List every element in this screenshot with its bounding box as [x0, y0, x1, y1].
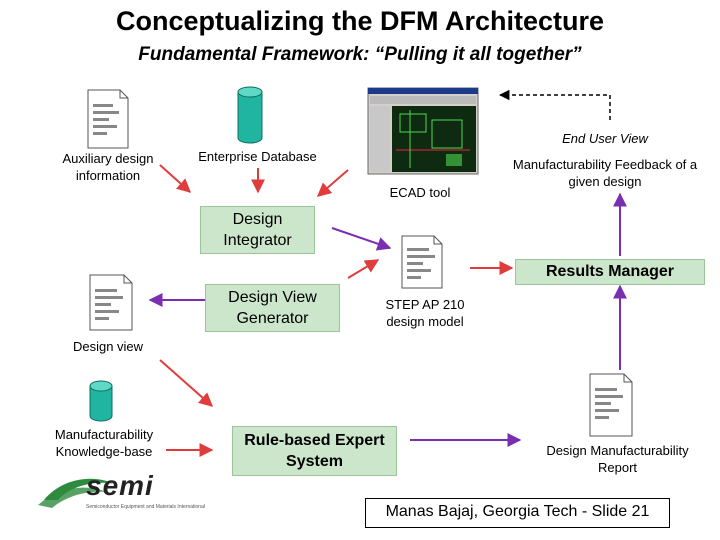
document-icon-aux: [87, 89, 129, 149]
enterprise-db-label: Enterprise Database: [198, 149, 317, 164]
mfg-feedback-label: Manufacturability Feedback of a given de…: [512, 157, 698, 189]
arrow-designview-to-expert: [159, 359, 214, 407]
ecad-tool-screenshot: [367, 87, 479, 175]
arrow-viewgen-to-step: [347, 259, 380, 279]
semi-logo-wordmark: semi: [86, 470, 154, 501]
semi-logo-tagline: Semiconductor Equipment and Materials In…: [86, 504, 205, 510]
arrow-aux-to-integrator: [159, 164, 192, 193]
document-icon-report: [589, 373, 633, 437]
design-view-generator-box: Design View Generator: [205, 284, 340, 332]
arrow-ecad-to-integrator: [316, 169, 349, 197]
semi-logo-mark: [38, 478, 114, 508]
document-icon-step: [401, 235, 443, 289]
dashed-feedback-line: [498, 89, 611, 120]
slide-subtitle: Fundamental Framework: “Pulling it all t…: [138, 44, 582, 65]
ecad-tool-label: ECAD tool: [389, 185, 451, 200]
document-icon-design-view: [89, 274, 133, 331]
end-user-view-label: End User View: [562, 131, 648, 146]
database-icon-knowledge-base: [89, 380, 113, 422]
results-manager-box: Results Manager: [515, 259, 705, 285]
slide-title: Conceptualizing the DFM Architecture: [115, 6, 605, 36]
dfm-report-label: Design Manufacturability Report: [546, 443, 689, 475]
database-icon-enterprise: [237, 86, 263, 144]
step-ap210-label: STEP AP 210 design model: [385, 297, 465, 329]
arrow-integrator-to-step: [331, 227, 392, 251]
design-integrator-box: Design Integrator: [200, 206, 315, 254]
mfg-kb-label: Manufacturability Knowledge-base: [54, 427, 154, 459]
design-view-label: Design view: [72, 339, 144, 354]
slide-footer: Manas Bajaj, Georgia Tech - Slide 21: [365, 498, 670, 528]
aux-design-info-label: Auxiliary design information: [62, 151, 154, 183]
rule-expert-box: Rule-based Expert System: [232, 426, 397, 476]
